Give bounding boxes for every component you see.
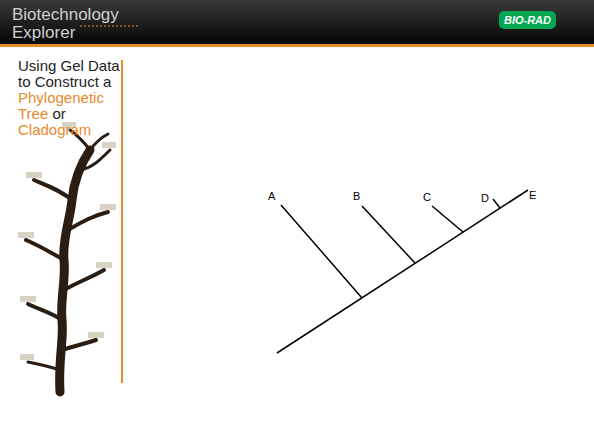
heading-text: Using Gel Data to Construct a <box>18 57 120 90</box>
tree-tags <box>18 122 116 360</box>
taxon-label: A <box>268 190 275 202</box>
cladogram-lines <box>277 190 528 353</box>
header-bar <box>0 0 594 44</box>
logo-text: BIO-RAD <box>504 14 551 26</box>
tree-illustration <box>26 130 110 392</box>
taxon-label: D <box>481 192 489 204</box>
brand-name: Explorer <box>12 24 75 43</box>
slide-heading: Using Gel Data to Construct a Phylogenet… <box>18 58 122 138</box>
heading-text: or <box>52 105 65 122</box>
taxon-label: E <box>529 189 536 201</box>
header-rule <box>0 44 594 47</box>
logo-rule <box>80 26 140 27</box>
taxon-label: C <box>423 191 431 203</box>
taxon-label: B <box>353 190 360 202</box>
logo-badge <box>499 11 556 29</box>
heading-text: Cladogram <box>18 121 91 138</box>
brand-name: Biotechnology <box>12 6 119 25</box>
divider-line <box>121 60 123 383</box>
